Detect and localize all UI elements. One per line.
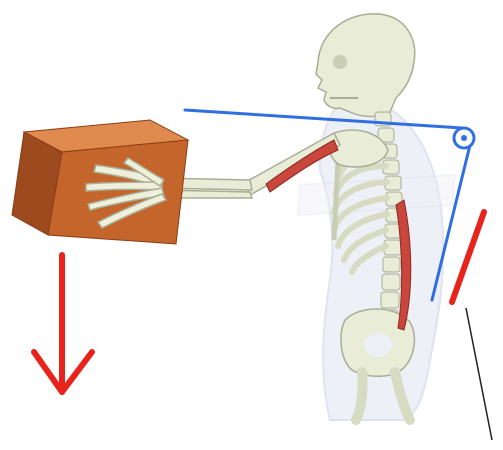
cable-line (185, 110, 462, 128)
pointer-line (466, 308, 492, 440)
pulley-icon (454, 128, 474, 148)
skull (316, 14, 415, 117)
down-arrow-icon (34, 255, 92, 392)
muscle-force-marker (452, 212, 484, 302)
